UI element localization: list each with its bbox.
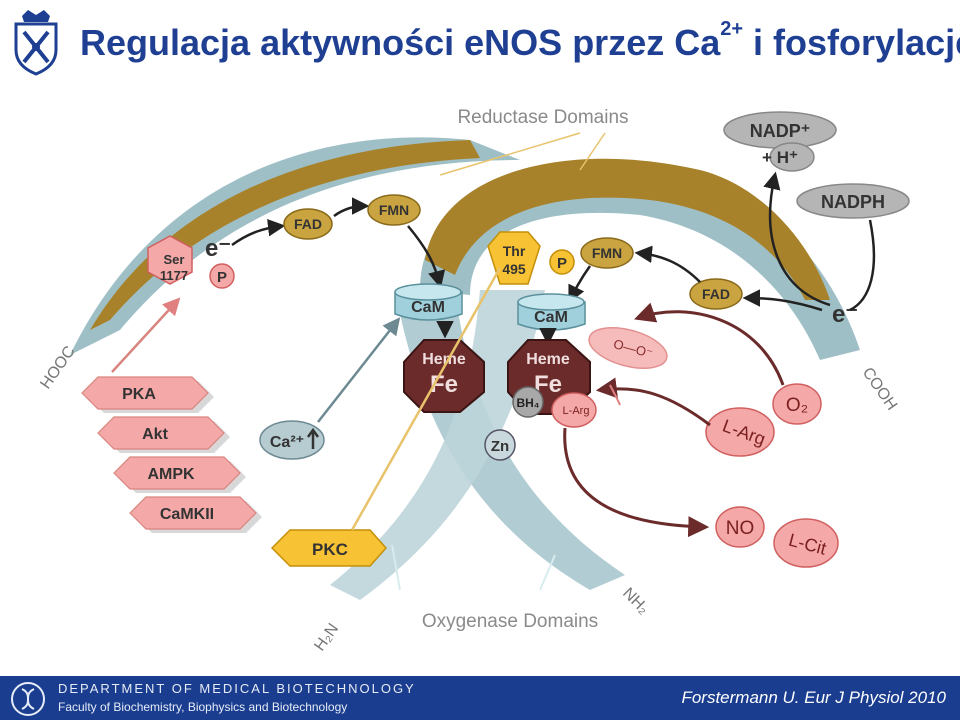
fmn-left: FMN <box>367 194 421 226</box>
cam-right-label: CaM <box>534 309 568 326</box>
arrow-pkc-to-thr <box>350 267 502 531</box>
l-arg-bound: L-Arg <box>551 392 597 428</box>
footer-faculty: Faculty of Biochemistry, Biophysics and … <box>58 700 348 714</box>
arrow-heme-to-no <box>563 427 710 538</box>
kinase-akt: Akt <box>97 416 230 453</box>
title-end: i fosforylację <box>743 22 960 63</box>
h2n-terminus: H₂N <box>311 621 342 655</box>
phospho-thr: P <box>549 249 575 275</box>
ca-up-icon <box>306 427 320 449</box>
pkc: PKC <box>270 529 388 567</box>
bh4: BH₄ <box>512 386 544 418</box>
arrow-nadph-to-e <box>849 219 876 312</box>
kinase-label: CaMKII <box>160 506 214 523</box>
slide-title: Regulacja aktywności eNOS przez Ca2+ i f… <box>80 18 960 64</box>
arrow-larg-to-heme <box>595 377 711 427</box>
arrow-fmn-to-cam <box>407 225 446 289</box>
title-superscript: 2+ <box>720 18 744 40</box>
electron-right: e⁻ <box>832 301 858 328</box>
phospho-thr-label: P <box>557 255 567 272</box>
footer-citation: Forstermann U. Eur J Physiol 2010 <box>681 688 946 707</box>
reductase-pointer-line <box>439 132 581 176</box>
nadp-label: NADP⁺ <box>750 121 811 141</box>
nh2-terminus: NH₂ <box>619 585 652 618</box>
arrow-fmn-to-cam-right <box>568 265 592 304</box>
fad-left: FAD <box>283 208 333 240</box>
nadph: NADPH <box>796 183 910 219</box>
footer-department: DEPARTMENT OF MEDICAL BIOTECHNOLOGY <box>58 681 416 696</box>
arrow-e-to-fad <box>231 218 286 247</box>
fad-right-label: FAD <box>702 286 730 302</box>
kinase-label: Akt <box>142 426 168 443</box>
fad-left-label: FAD <box>294 216 322 232</box>
bh4-label: BH₄ <box>516 396 539 410</box>
kinase-label: PKA <box>122 386 156 403</box>
l-cit: L-Cit <box>773 518 839 568</box>
zn-label: Zn <box>491 438 509 455</box>
superoxide-link <box>609 384 621 406</box>
fmn-right-label: FMN <box>592 245 622 261</box>
kinase-camkii: CaMKII <box>129 496 262 533</box>
nadp-h-group: NADP⁺ + H⁺ <box>723 111 837 172</box>
l-arg-bound-label: L-Arg <box>563 405 590 417</box>
heme-right-label: Heme <box>526 351 570 368</box>
fmn-right: FMN <box>580 237 634 269</box>
heme-left-label: Heme <box>422 351 466 368</box>
oxygenase-domains-label: Oxygenase Domains <box>422 611 598 632</box>
cam-left-label: CaM <box>411 299 445 316</box>
title-main: Regulacja aktywności eNOS przez Ca <box>80 22 721 63</box>
arrow-e-to-fad-right <box>742 289 823 312</box>
nadph-label: NADPH <box>821 192 885 212</box>
ca2: Ca²⁺ <box>259 420 325 460</box>
slide-footer: DEPARTMENT OF MEDICAL BIOTECHNOLOGY Facu… <box>0 676 960 720</box>
reductase-pointer-line <box>579 132 606 171</box>
ser-label: Ser <box>164 252 185 267</box>
no: NO <box>715 506 765 548</box>
arrow-fad-to-fmn <box>333 197 370 218</box>
ca2-label: Ca²⁺ <box>270 434 304 451</box>
pkc-label: PKC <box>312 540 348 559</box>
h-plus-label: + H⁺ <box>762 148 798 167</box>
superoxide: O—O⁻ <box>588 327 668 369</box>
thr-label: Thr <box>503 243 526 259</box>
phospho-ser: P <box>209 263 235 289</box>
thr495-site: Thr 495 <box>487 231 541 285</box>
arrow-o2-to-heme <box>634 302 785 386</box>
o2: O₂ <box>772 383 822 425</box>
o2-label: O₂ <box>786 395 808 416</box>
arrow-kinases-to-ser <box>111 297 181 373</box>
kinase-label: AMPK <box>147 466 195 483</box>
arrow-ca-to-cam <box>317 317 401 423</box>
department-logo-icon <box>11 682 45 716</box>
hooc-terminus: HOOC <box>37 343 78 392</box>
cam-left: CaM <box>394 283 463 321</box>
zn: Zn <box>484 429 516 461</box>
reductase-domain-right <box>420 158 860 360</box>
fmn-left-label: FMN <box>379 202 409 218</box>
thr-number: 495 <box>502 261 526 277</box>
cooh-terminus: COOH <box>859 365 900 414</box>
ser1177-site: Ser 1177 <box>147 235 193 285</box>
reductase-domains-label: Reductase Domains <box>457 107 628 128</box>
university-crest-icon <box>14 10 58 76</box>
l-arg-free: L-Arg <box>705 407 775 457</box>
phospho-p-label: P <box>217 269 227 286</box>
electron-left: e⁻ <box>205 235 231 262</box>
enos-diagram: Reductase Domains Oxygenase Domains HOOC… <box>37 107 910 655</box>
arrow-fad-to-fmn-right <box>634 245 701 283</box>
ser-number: 1177 <box>160 268 188 283</box>
slide-header: Regulacja aktywności eNOS przez Ca2+ i f… <box>0 0 960 80</box>
no-label: NO <box>726 518 755 539</box>
fad-right: FAD <box>689 278 743 310</box>
kinase-ampk: AMPK <box>113 456 246 493</box>
kinase-pka: PKA <box>81 376 214 413</box>
arrow-e-to-nadp <box>763 171 831 307</box>
cam-right: CaM <box>517 293 586 331</box>
heme-left: Heme Fe <box>403 339 485 413</box>
